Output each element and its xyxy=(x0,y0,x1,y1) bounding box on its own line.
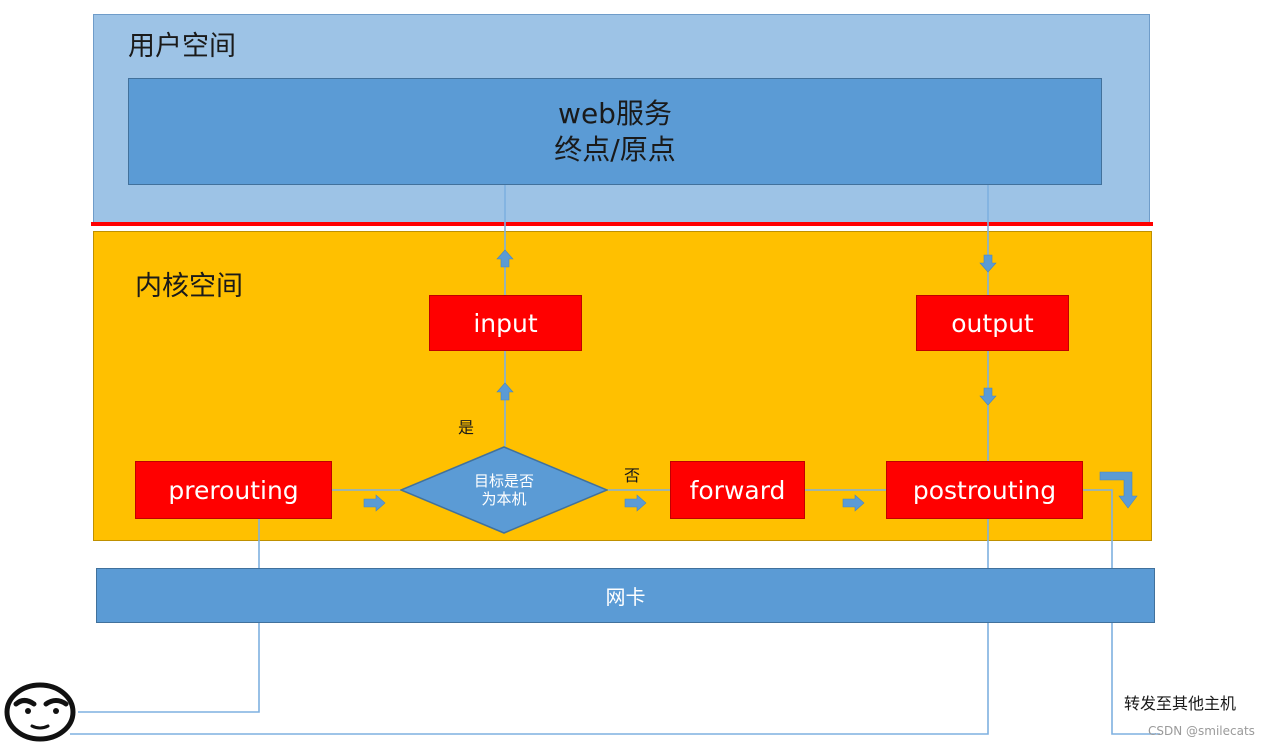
decision-line-2: 为本机 xyxy=(481,490,527,508)
no-label: 否 xyxy=(624,466,641,485)
forward-label: forward xyxy=(689,475,786,505)
output-hook: output xyxy=(916,295,1069,351)
block-arrow-icon xyxy=(979,387,997,406)
output-label: output xyxy=(951,308,1034,338)
kernel-space-title: 内核空间 xyxy=(135,271,243,302)
forward-to-other-host-label: 转发至其他主机 xyxy=(1124,694,1237,713)
postrouting-exit-line xyxy=(1083,489,1113,568)
postrouting-label: postrouting xyxy=(912,475,1057,505)
endpoint-origin-label: 终点/原点 xyxy=(554,132,676,166)
face-icon xyxy=(4,682,76,742)
block-arrow-icon xyxy=(979,254,997,273)
block-arrow-icon xyxy=(624,494,647,512)
bent-arrow-icon xyxy=(1099,471,1138,509)
yes-label: 是 xyxy=(458,418,475,437)
decision-text: 目标是否 为本机 xyxy=(400,466,608,514)
input-hook: input xyxy=(429,295,582,351)
nic-label: 网卡 xyxy=(605,585,646,609)
decision-diamond xyxy=(400,446,608,534)
input-label: input xyxy=(473,308,538,338)
watermark: CSDN @smilecats xyxy=(1148,724,1255,738)
forward-other-line xyxy=(1111,623,1160,735)
block-arrow-icon xyxy=(496,249,514,268)
block-arrow-icon xyxy=(363,494,386,512)
prerouting-hook: prerouting xyxy=(135,461,332,519)
user-kernel-divider xyxy=(91,222,1153,226)
decision-line-1: 目标是否 xyxy=(473,472,534,490)
client-in-line xyxy=(78,623,260,713)
client-out-line xyxy=(70,623,989,735)
nic-bar: 网卡 xyxy=(96,568,1155,623)
postrouting-hook: postrouting xyxy=(886,461,1083,519)
web-service-label: web服务 xyxy=(558,96,672,130)
block-arrow-icon xyxy=(496,382,514,401)
forward-hook: forward xyxy=(670,461,805,519)
user-space-title: 用户空间 xyxy=(128,31,236,62)
prerouting-label: prerouting xyxy=(168,475,299,505)
web-service-box: web服务 终点/原点 xyxy=(128,78,1102,185)
block-arrow-icon xyxy=(842,494,865,512)
